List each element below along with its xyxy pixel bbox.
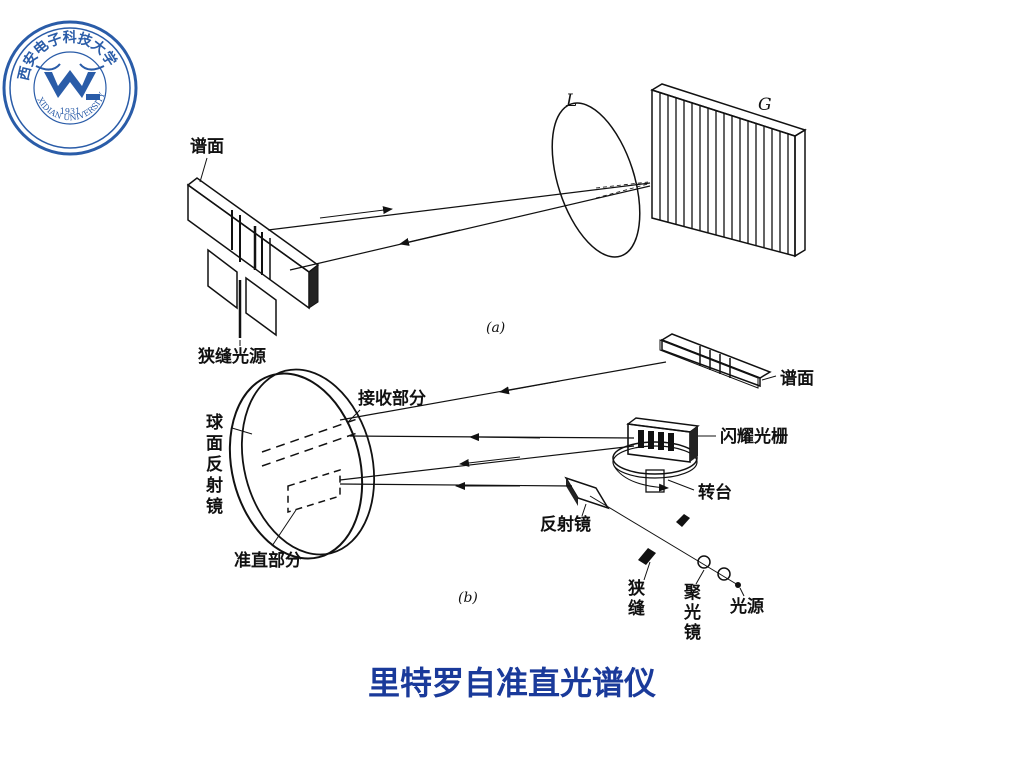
- svg-text:缝: 缝: [628, 598, 645, 619]
- slit-b: [638, 514, 690, 565]
- label-slit-source-a: 狭缝光源: [197, 346, 266, 367]
- svg-text:面: 面: [206, 434, 223, 454]
- label-lens-L: L: [565, 91, 577, 111]
- university-logo: 西安电子科技大学 1931 XIDIAN UNIVERSITY: [2, 20, 138, 156]
- label-blazed-grating: 闪耀光栅: [720, 426, 788, 447]
- label-grating-G: G: [758, 95, 772, 115]
- label-spectrum-plane-a: 谱面: [190, 136, 224, 157]
- diagram-b: 谱面 接收部分 球 面 反 射 镜 闪耀光栅 转台 反射镜 准直部分 狭 缝 聚…: [205, 333, 814, 643]
- label-turntable: 转台: [698, 482, 732, 503]
- svg-text:镜: 镜: [206, 496, 223, 517]
- slit-source-a: [207, 248, 277, 338]
- slide-title: 里特罗自准直光谱仪: [368, 664, 656, 702]
- svg-text:射: 射: [205, 475, 223, 496]
- svg-text:狭: 狭: [627, 578, 645, 599]
- label-reflector: 反射镜: [540, 514, 591, 535]
- svg-text:镜: 镜: [684, 622, 701, 643]
- svg-text:光: 光: [683, 602, 701, 623]
- label-light-source-b: 光源: [729, 596, 764, 617]
- svg-text:聚: 聚: [683, 583, 702, 603]
- svg-text:球: 球: [206, 413, 224, 433]
- logo-emblem-icon: [35, 63, 105, 100]
- label-slit-b: 狭 缝: [627, 578, 645, 619]
- logo-year: 1931: [60, 107, 80, 116]
- reflector-mirror: [564, 476, 610, 510]
- label-collimating-part: 准直部分: [234, 550, 302, 571]
- blazed-grating: [612, 417, 700, 493]
- label-receive-part: 接收部分: [358, 388, 426, 409]
- caption-b: (b): [458, 590, 478, 606]
- label-condenser: 聚 光 镜: [683, 583, 702, 643]
- spectrum-plane-plate-b: [659, 333, 772, 389]
- condenser-lens: [697, 555, 711, 569]
- caption-a: (a): [486, 320, 505, 336]
- spherical-mirror: [228, 368, 376, 560]
- spectrum-plane-plate-a: [186, 177, 320, 310]
- label-spectrum-plane-b: 谱面: [780, 368, 814, 389]
- label-spherical-mirror: 球 面 反 射 镜: [205, 413, 224, 517]
- diagram-a: 谱面 狭缝光源 L G (a): [186, 83, 807, 367]
- svg-text:反: 反: [206, 455, 223, 475]
- lens-L: [551, 102, 641, 258]
- grating-G: [650, 83, 807, 258]
